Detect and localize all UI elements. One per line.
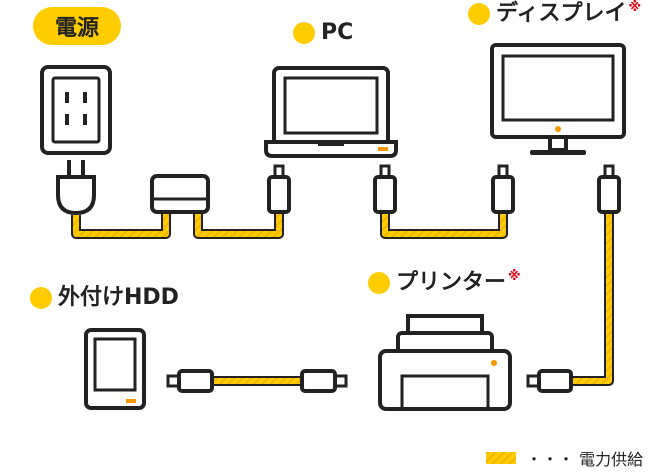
printer-label-text: プリンター — [396, 270, 507, 295]
monitor-icon — [490, 43, 626, 155]
power-plug-icon — [56, 160, 96, 216]
power-cable-pc-to-display — [380, 212, 508, 239]
external-hdd-label: 外付けHDD — [30, 285, 179, 311]
bullet-dot-icon — [30, 287, 52, 309]
power-label: 電源 — [33, 7, 121, 45]
legend: ・・・ 電力供給 — [486, 446, 643, 470]
cable-connector-icon — [373, 164, 397, 214]
power-cable-adapter-to-pc — [193, 212, 284, 239]
cable-connector-icon — [267, 164, 291, 214]
wall-outlet-icon — [40, 65, 112, 155]
cable-connector-icon — [300, 369, 348, 393]
printer-label: プリンター ※ — [368, 269, 521, 296]
power-label-text: 電源 — [54, 16, 99, 41]
external-hdd-label-text: 外付けHDD — [58, 285, 179, 310]
note-mark: ※ — [508, 269, 521, 284]
cable-connector-icon — [166, 369, 214, 393]
pc-label: PC — [293, 20, 353, 46]
display-label-text: ディスプレイ — [496, 1, 627, 26]
external-hdd-icon — [84, 328, 146, 410]
legend-cable-swatch — [486, 452, 516, 464]
bullet-dot-icon — [368, 272, 390, 294]
ac-adapter-icon — [150, 174, 210, 214]
bullet-dot-icon — [468, 3, 490, 25]
power-cable-outlet-to-adapter — [71, 212, 171, 239]
display-label: ディスプレイ ※ — [468, 0, 642, 27]
cable-connector-icon — [526, 369, 573, 393]
cable-connector-icon — [491, 164, 515, 214]
bullet-dot-icon — [293, 22, 315, 44]
cable-connector-icon — [597, 164, 621, 214]
power-cable-display-to-printer — [571, 212, 614, 386]
note-mark: ※ — [628, 0, 642, 15]
laptop-icon — [264, 66, 398, 158]
printer-icon — [378, 314, 512, 411]
pc-label-text: PC — [321, 20, 354, 45]
legend-text: ・・・ 電力供給 — [526, 450, 644, 469]
